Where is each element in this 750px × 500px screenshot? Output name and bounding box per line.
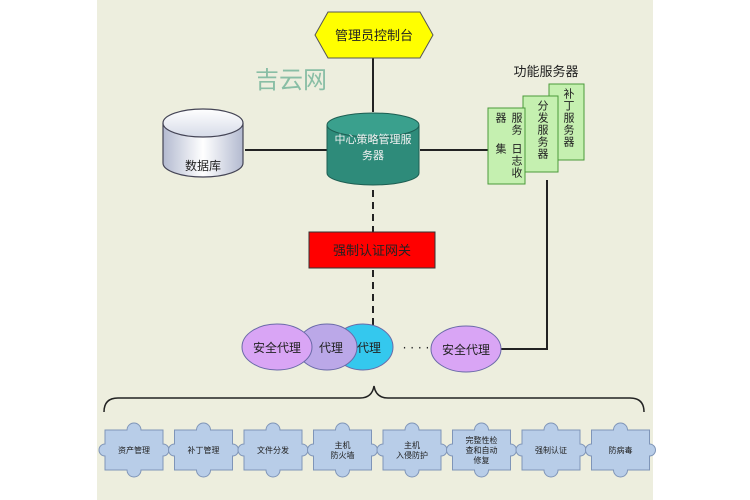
modules-layer: 资产管理补丁管理文件分发主机防火墙主机入侵防护完整性检查和自动修复强制认证防病毒 — [98, 422, 656, 478]
agent-cyan-label: 代理 — [357, 341, 381, 355]
central-server-body — [326, 125, 420, 186]
module-piece: 文件分发 — [237, 422, 309, 478]
agents-group: 安全代理 代理 代理 安全代理 · · · · — [241, 323, 502, 373]
module-piece-shape — [515, 422, 587, 478]
central-server-node: 中心策略管理服 务器 — [326, 112, 420, 186]
module-label: 主机 — [404, 440, 420, 450]
database-top — [162, 108, 244, 138]
central-server-top — [326, 112, 420, 138]
function-servers-title: 功能服务器 — [513, 64, 578, 80]
module-brace — [103, 385, 645, 413]
agent-ellipsis: · · · · — [403, 341, 430, 355]
module-piece: 防病毒 — [585, 422, 656, 478]
database-label: 数据库 — [185, 158, 221, 173]
module-piece: 资产管理 — [98, 422, 170, 478]
central-server-label-line1: 中心策略管理服 — [335, 132, 412, 146]
server-card-distribute — [522, 95, 559, 173]
module-piece-shape — [237, 422, 309, 478]
gateway-label: 强制认证网关 — [333, 244, 411, 259]
module-label: 入侵防护 — [396, 450, 428, 460]
module-piece: 补丁管理 — [168, 422, 239, 478]
central-server-label-line2: 务器 — [362, 149, 384, 162]
function-servers-group: 功能服务器 — [487, 64, 585, 185]
server-label-distribute: 分发服务器 — [532, 100, 550, 170]
server-card-log — [487, 107, 526, 185]
module-label: 补丁管理 — [188, 445, 220, 455]
module-piece-shape — [307, 422, 378, 478]
module-label: 主机 — [335, 440, 351, 450]
agent-mid-label: 代理 — [319, 341, 343, 355]
module-label: 文件分发 — [257, 445, 289, 455]
module-label: 完整性检 — [466, 435, 498, 445]
agent-left-label: 安全代理 — [253, 340, 301, 355]
agent-right — [430, 325, 502, 373]
module-label: 强制认证 — [535, 445, 567, 455]
agent-left — [241, 323, 313, 371]
module-piece-shape — [446, 422, 517, 478]
admin-console-node: 管理员控制台 — [314, 11, 434, 59]
database-node: 数据库 — [162, 108, 244, 178]
server-label-log-line1: 日志收集 — [494, 142, 523, 179]
module-label: 查和自动 — [466, 445, 498, 455]
server-label-log: 日志收集 服务器 — [490, 112, 524, 182]
servers-to-agent-line — [500, 180, 548, 350]
admin-console-label: 管理员控制台 — [335, 29, 413, 44]
admin-console-shape — [314, 11, 434, 59]
gateway-node: 强制认证网关 — [308, 231, 436, 269]
server-label-patch-line1: 补丁服务器 — [562, 88, 575, 148]
module-label: 修复 — [474, 455, 490, 465]
agent-right-label: 安全代理 — [442, 342, 490, 357]
module-label: 资产管理 — [118, 445, 150, 455]
module-piece-shape — [168, 422, 239, 478]
module-piece: 强制认证 — [515, 422, 587, 478]
database-body — [162, 123, 244, 178]
watermark-text: 吉云网 — [255, 66, 327, 94]
server-label-log-line2: 服务器 — [494, 112, 523, 136]
module-piece-shape — [98, 422, 170, 478]
module-piece-shape — [585, 422, 656, 478]
connector-lines — [245, 55, 548, 350]
module-piece-shape — [376, 422, 448, 478]
server-label-distribute-line1: 分发服务器 — [536, 100, 549, 160]
module-label: 防病毒 — [609, 445, 633, 455]
server-label-patch: 补丁服务器 — [558, 88, 576, 158]
gateway-box — [308, 231, 436, 269]
module-label: 防火墙 — [331, 450, 355, 460]
